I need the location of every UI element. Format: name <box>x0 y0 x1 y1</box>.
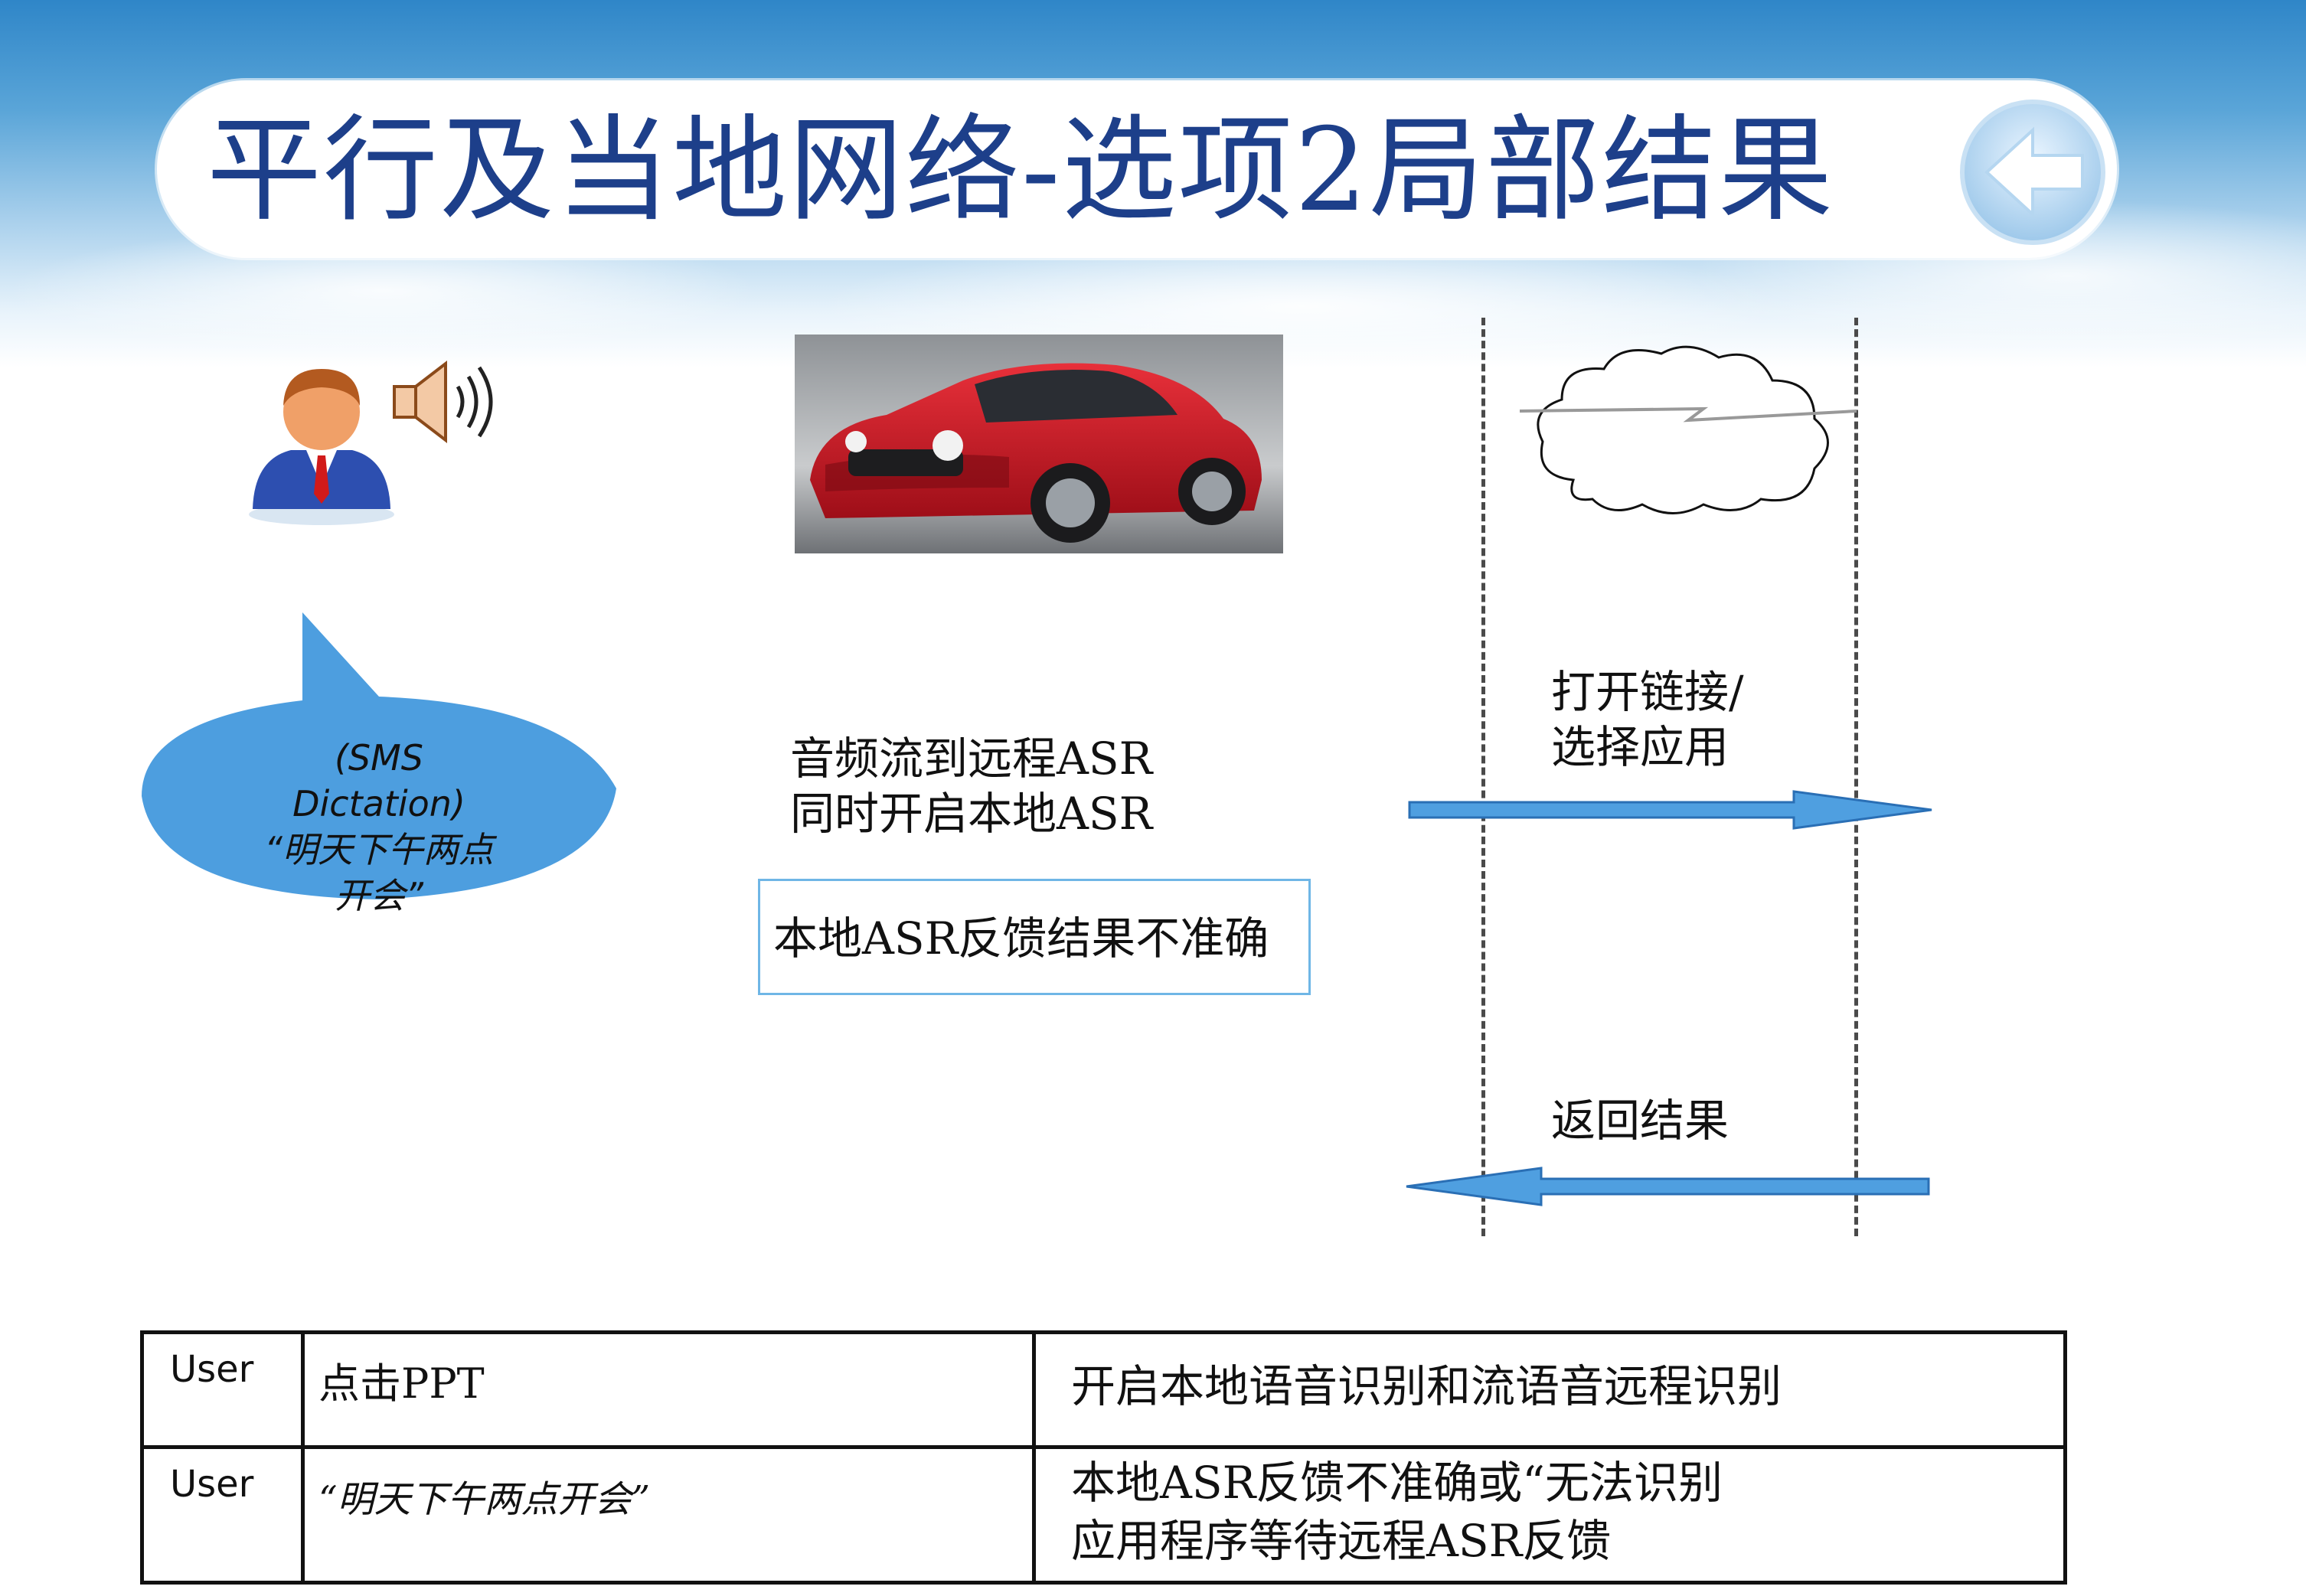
arrow-from-remote <box>1406 1167 1930 1206</box>
car-caption-line-1: 音频流到远程ASR <box>790 733 1153 785</box>
back-arrow-icon[interactable] <box>1956 96 2109 249</box>
speech-bubble-text: (SMS Dictation) “明天下午两点 开会” <box>191 735 567 919</box>
open-link-line-1: 打开链接/ <box>1551 666 1744 718</box>
speech-bubble <box>142 612 616 899</box>
bubble-line-3: “明天下午两点 <box>264 829 494 870</box>
row-description-line-2: 应用程序等待远程ASR反馈 <box>1071 1515 1612 1567</box>
open-link-line-2: 选择应用 <box>1551 721 1730 773</box>
local-result-box <box>758 879 1311 995</box>
bubble-line-4: 开会” <box>335 875 423 916</box>
return-result-label: 返回结果 <box>1551 1095 1730 1147</box>
steps-table: User 点击PPT 开启本地语音识别和流语音远程识别 User “明天下午两点… <box>140 1330 2067 1585</box>
row-action: 点击PPT <box>301 1330 1036 1449</box>
local-result-text: 本地ASR反馈结果不准确 <box>773 912 1269 964</box>
row-action: “明天下午两点开会” <box>301 1445 1036 1585</box>
car-caption: 音频流到远程ASR 同时开启本地ASR <box>790 731 1152 841</box>
speaker-icon <box>393 360 493 444</box>
row-user: User <box>140 1330 305 1449</box>
page-title: 平行及当地网络-选项2局部结果 <box>207 104 1835 237</box>
row-description: 本地ASR反馈不准确或“无法识别 应用程序等待远程ASR反馈 <box>1032 1445 2067 1585</box>
title-banner <box>157 80 2117 258</box>
table-row: User “明天下午两点开会” 本地ASR反馈不准确或“无法识别 应用程序等待远… <box>140 1445 2067 1585</box>
car-photo <box>795 335 1283 553</box>
network-boundary-right <box>1854 318 1858 1236</box>
network-boundary-left <box>1481 318 1485 1236</box>
row-description: 开启本地语音识别和流语音远程识别 <box>1032 1330 2067 1449</box>
arrow-to-remote <box>1408 790 1932 830</box>
car-caption-line-2: 同时开启本地ASR <box>790 788 1153 840</box>
row-user: User <box>140 1445 305 1585</box>
open-link-label: 打开链接/ 选择应用 <box>1551 664 1744 775</box>
row-description-line-1: 本地ASR反馈不准确或“无法识别 <box>1071 1457 1723 1509</box>
bubble-line-1: (SMS <box>334 737 424 778</box>
row-description-line-1: 开启本地语音识别和流语音远程识别 <box>1071 1360 1782 1412</box>
cloud-network-icon <box>1520 345 1857 514</box>
user-avatar-icon <box>249 360 493 525</box>
bubble-line-2: Dictation) <box>292 783 465 824</box>
table-row: User 点击PPT 开启本地语音识别和流语音远程识别 <box>140 1330 2067 1449</box>
